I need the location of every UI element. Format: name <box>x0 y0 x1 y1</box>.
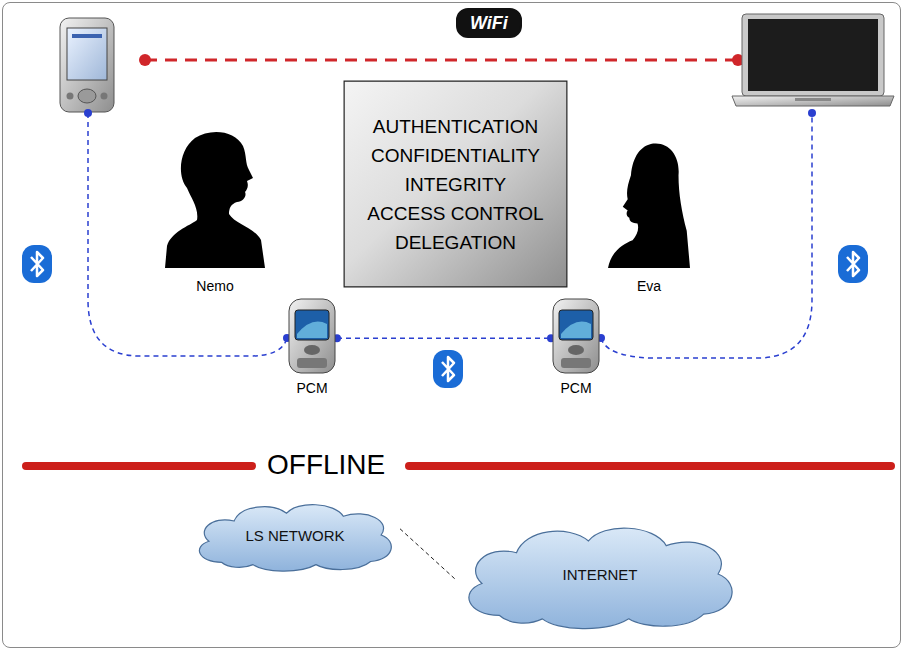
silhouette <box>165 132 265 268</box>
network-name: INTERNET <box>563 566 638 583</box>
phone-body <box>553 299 599 373</box>
cloud-content: INTERNET <box>456 515 744 633</box>
cloud-content: LS NETWORK <box>190 496 400 574</box>
network-link <box>400 529 456 580</box>
bluetooth-link <box>601 113 812 358</box>
pda-screen <box>67 28 107 80</box>
phone-screen <box>295 310 329 340</box>
bluetooth-icon <box>433 350 463 388</box>
pda-button <box>78 89 96 103</box>
box-content: AUTHENTICATIONCONFIDENTIALITYINTEGRITYAC… <box>343 80 568 288</box>
phone-keypad <box>297 358 327 368</box>
bluetooth-link <box>337 338 551 340</box>
pda-button <box>101 93 108 100</box>
person-silhouette: Eva <box>608 138 690 268</box>
concept-text: DELEGATION <box>395 228 516 257</box>
pda-body <box>60 18 114 112</box>
phone-body <box>289 299 335 373</box>
bluetooth-icon <box>838 245 868 283</box>
bluetooth-rune <box>847 252 859 276</box>
pda-screen-bar <box>72 34 102 38</box>
concept-text: INTEGRITY <box>405 170 506 199</box>
laptop-base <box>732 96 894 106</box>
pcm-phone: PCM <box>551 298 601 374</box>
network-name: LS NETWORK <box>245 527 344 544</box>
box-outline <box>344 81 567 287</box>
cloud-outline <box>199 505 391 571</box>
wifi-link <box>145 59 738 62</box>
phone-screen-glow <box>561 322 591 338</box>
phone-joystick <box>304 345 320 355</box>
bluetooth-badge <box>433 350 463 388</box>
bluetooth-link <box>88 113 287 356</box>
pcm-phone-shape <box>287 298 337 374</box>
device-label: PCM <box>296 380 327 396</box>
laptop-lid <box>742 14 884 96</box>
offline-label: OFFLINE <box>263 448 389 482</box>
wifi-logo: WiFi <box>456 8 522 38</box>
person-name: Eva <box>637 278 661 294</box>
concept-text: ACCESS CONTROL <box>367 199 543 228</box>
pcm-phone: PCM <box>287 298 337 374</box>
link-dot <box>139 54 151 66</box>
pda-device <box>60 18 114 112</box>
pda-button <box>67 93 74 100</box>
phone-keypad <box>561 358 591 368</box>
concept-text: CONFIDENTIALITY <box>371 141 540 170</box>
offline-bar <box>22 462 256 470</box>
network-cloud: LS NETWORK <box>190 496 400 574</box>
laptop-screen <box>748 19 878 91</box>
laptop-device <box>732 14 894 106</box>
person-name: Nemo <box>196 278 233 294</box>
bluetooth-badge <box>838 245 868 283</box>
network-cloud: INTERNET <box>456 515 744 633</box>
link-dot <box>808 109 816 117</box>
pcm-phone-shape <box>551 298 601 374</box>
bluetooth-rune <box>31 252 43 276</box>
concept-text: AUTHENTICATION <box>373 112 538 141</box>
bluetooth-rune <box>442 357 454 381</box>
concept-box: AUTHENTICATIONCONFIDENTIALITYINTEGRITYAC… <box>343 80 568 288</box>
bluetooth-icon <box>22 245 52 283</box>
phone-joystick <box>568 345 584 355</box>
bluetooth-badge <box>22 245 52 283</box>
cloud-outline <box>469 528 732 628</box>
silhouette <box>608 143 690 268</box>
person-silhouette: Nemo <box>165 128 265 268</box>
offline-bar <box>405 462 895 470</box>
phone-screen-glow <box>297 322 327 338</box>
laptop-trackpad <box>795 98 831 101</box>
person-silhouette-shape <box>165 128 265 268</box>
device-label: PCM <box>560 380 591 396</box>
person-silhouette-shape <box>608 138 690 268</box>
link-dot <box>84 109 92 117</box>
phone-screen <box>559 310 593 340</box>
